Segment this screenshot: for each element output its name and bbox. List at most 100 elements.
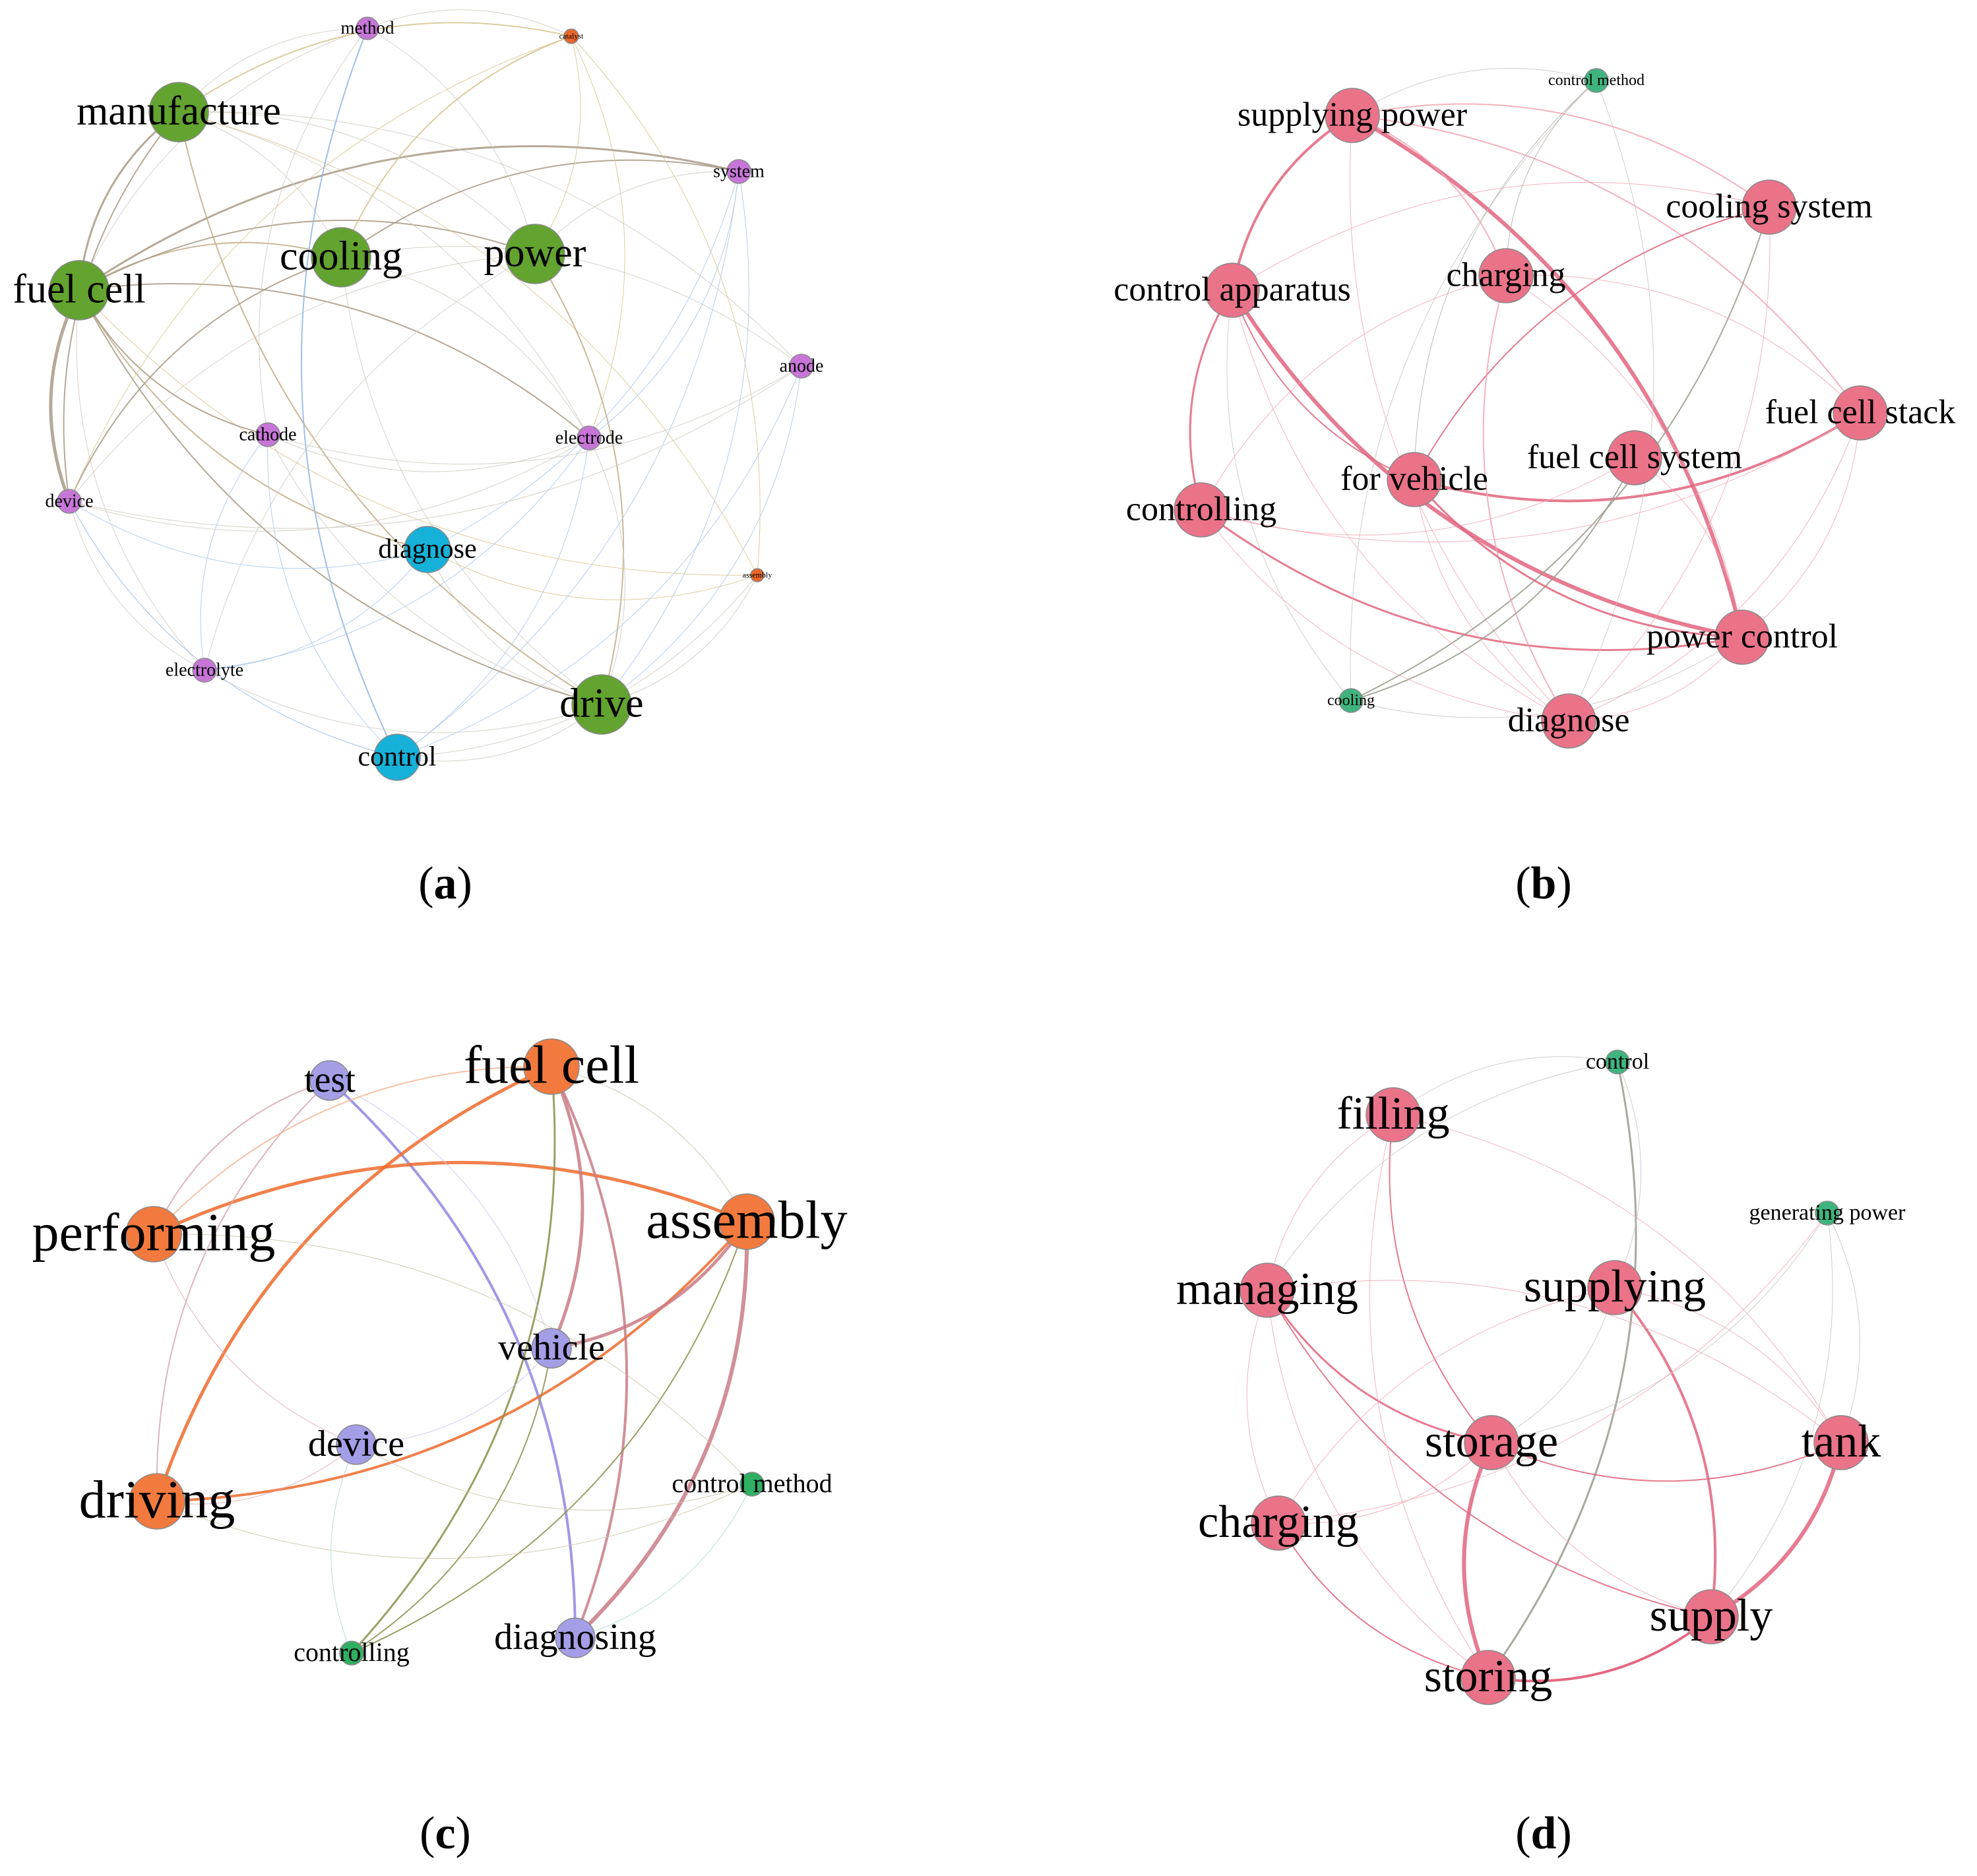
node-diagnose	[1541, 693, 1596, 749]
node-fuelcellstack	[1833, 385, 1888, 441]
edges-d	[1246, 1056, 1860, 1683]
edge-generatingpower-storage	[1491, 1212, 1828, 1443]
edge-test-performing	[153, 1080, 330, 1235]
edge-electrode-device	[69, 437, 590, 532]
node-charging	[1478, 248, 1534, 303]
node-anode	[789, 354, 814, 379]
edge-cathode-electrode	[267, 434, 590, 472]
edge-cooling-catalyst	[340, 36, 572, 258]
edge-controlapparatus-cooling	[1226, 290, 1352, 701]
edge-supply-tank	[1710, 1442, 1843, 1619]
edge-device-diagnose	[69, 501, 428, 569]
edge-anode-cathode	[267, 365, 802, 465]
edge-cathode-electrolyte	[200, 434, 268, 671]
node-label-catalyst: catalyst	[559, 32, 584, 41]
edge-fuelcell-power	[78, 220, 536, 291]
edge-assembly-diagnosing	[573, 1221, 749, 1640]
node-label-device: device	[308, 1423, 404, 1464]
node-label-controlling: controlling	[294, 1637, 410, 1667]
edge-vehicle-device	[356, 1348, 552, 1445]
node-label-supplying: supplying	[1524, 1261, 1706, 1312]
node-label-anode: anode	[780, 356, 824, 376]
edge-test-driving	[156, 1080, 330, 1502]
node-label-electrode: electrode	[555, 427, 623, 448]
edge-supplying-supply	[1614, 1286, 1717, 1617]
edge-controlapparatus-diagnose	[1232, 290, 1569, 722]
edge-managing-charging	[1246, 1290, 1279, 1524]
edge-fuelcell-diagnosing	[550, 1066, 629, 1639]
edge-fuelcell-cathode	[78, 290, 268, 435]
node-label-supply: supply	[1650, 1590, 1773, 1641]
node-controlmethod	[1584, 68, 1609, 93]
node-label-assembly: assembly	[743, 571, 772, 580]
node-storage	[1464, 1415, 1519, 1470]
edge-fuelcellsystem-cooling	[1350, 457, 1635, 701]
edge-controlmethod-cooling	[1350, 80, 1597, 701]
edge-forvehicle-powercontrol	[1413, 479, 1743, 639]
node-storing	[1460, 1650, 1516, 1705]
edge-coolingsystem-controlapparatus	[1232, 181, 1770, 291]
edge-controlapparatus-forvehicle	[1232, 290, 1415, 480]
node-label-charging: charging	[1447, 257, 1566, 294]
edge-charging-supplying	[1278, 1287, 1616, 1524]
edge-assembly-controlling	[351, 1221, 747, 1654]
edge-coolingsystem-cooling	[1350, 206, 1770, 701]
node-label-charging: charging	[1198, 1497, 1359, 1548]
edge-cooling-drive	[340, 257, 602, 705]
node-label-device: device	[45, 491, 93, 511]
node-label-driving: driving	[79, 1470, 235, 1530]
edge-electrode-drive	[588, 437, 625, 705]
node-label-assembly: assembly	[646, 1190, 847, 1250]
edge-filling-tank	[1393, 1114, 1842, 1443]
edge-filling-managing	[1267, 1114, 1394, 1291]
edges-b	[1189, 68, 1862, 722]
node-supplying	[1587, 1260, 1643, 1315]
edge-managing-supply	[1267, 1290, 1712, 1617]
edge-manufacture-power	[178, 111, 536, 255]
edge-forvehicle-diagnose	[1414, 479, 1569, 722]
edge-cathode-control	[267, 434, 398, 758]
node-controlmethod	[739, 1472, 765, 1497]
node-fuelcell	[49, 260, 110, 321]
edge-controlapparatus-powercontrol	[1230, 289, 1743, 639]
edge-fuelcellstack-controlling	[1201, 412, 1861, 543]
edge-control-managing	[1267, 1061, 1618, 1291]
edge-method-catalyst	[367, 9, 572, 37]
edge-cooling-anode	[340, 246, 802, 367]
edge-fuelcell-cooling	[78, 241, 342, 291]
edge-cooling-device	[69, 257, 342, 502]
node-controlling	[339, 1641, 364, 1666]
edge-controlapparatus-controlling	[1189, 290, 1234, 511]
edge-manufacture-electrode	[178, 111, 590, 439]
edge-diagnose-assembly	[427, 549, 758, 600]
node-label-vehicle: vehicle	[498, 1327, 605, 1368]
edge-system-drive	[601, 171, 749, 705]
edge-fuelcellsystem-controlling	[1201, 457, 1635, 536]
node-label-cooling: cooling	[1327, 692, 1375, 709]
edge-fuelcell-assembly	[78, 290, 758, 576]
edge-fuelcell-electrolyte	[76, 290, 205, 671]
edge-manufacture-assembly	[178, 111, 758, 576]
node-label-diagnosing: diagnosing	[494, 1617, 656, 1658]
edge-diagnose-electrolyte	[204, 549, 428, 671]
edge-fuelcell-diagnose	[78, 290, 428, 550]
node-fuelcellsystem	[1607, 430, 1662, 485]
node-label-managing: managing	[1176, 1264, 1358, 1315]
edge-fuelcell-manufacture	[78, 111, 179, 291]
edge-controlling-powercontrol	[1201, 509, 1743, 652]
edge-method-control	[300, 28, 398, 758]
edge-supplyingpower-controlmethod	[1352, 68, 1597, 116]
edge-manufacture-anode	[178, 111, 802, 367]
edge-charging-fuelcellstack	[1505, 274, 1861, 414]
node-fuelcell	[523, 1038, 580, 1095]
edge-generatingpower-supply	[1710, 1212, 1833, 1617]
node-managing	[1240, 1263, 1295, 1318]
